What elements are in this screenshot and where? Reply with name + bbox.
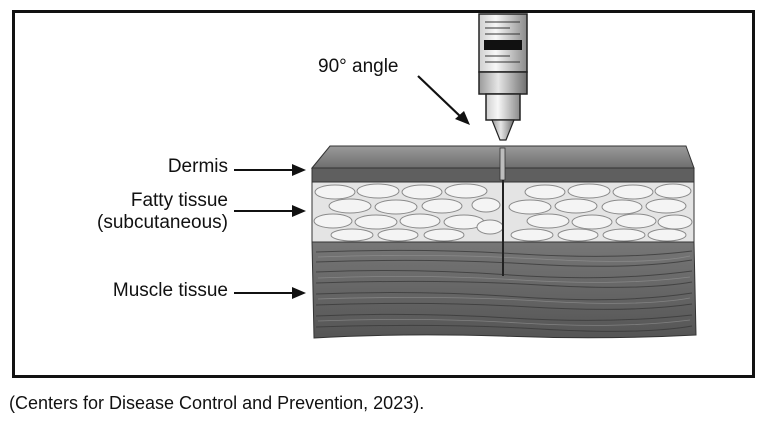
angle-arrow bbox=[417, 75, 470, 125]
needle-icon bbox=[499, 147, 506, 276]
muscle-tissue-layer bbox=[311, 241, 697, 339]
fatty-tissue-label-line2: (subcutaneous) bbox=[97, 212, 228, 233]
syringe-icon bbox=[478, 13, 528, 141]
angle-label: 90° angle bbox=[318, 56, 399, 77]
muscle-tissue-label: Muscle tissue bbox=[112, 280, 228, 301]
fatty-tissue-arrow bbox=[234, 205, 306, 217]
dermis-label: Dermis bbox=[167, 156, 228, 177]
figure-caption: (Centers for Disease Control and Prevent… bbox=[9, 393, 425, 413]
muscle-tissue-arrow bbox=[234, 287, 306, 299]
dermis-arrow bbox=[234, 164, 306, 176]
fatty-tissue-label-line1: Fatty tissue bbox=[130, 190, 228, 211]
